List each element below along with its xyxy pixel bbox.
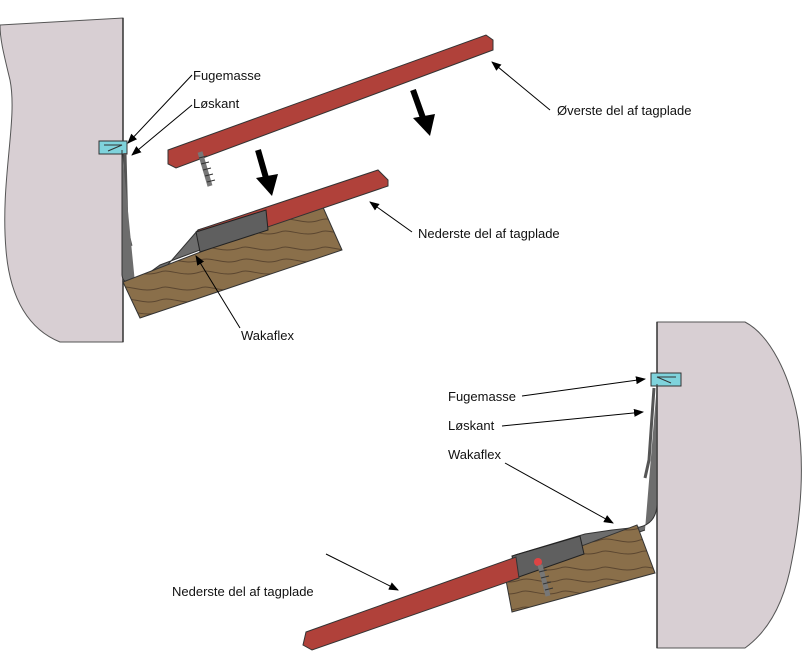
lower-roof-sheet-bottom	[302, 556, 520, 651]
label-sealant-bottom: Fugemasse	[448, 389, 516, 404]
label-lower-roof-sheet-top: Nederste del af tagplade	[418, 226, 560, 241]
label-loose-flange-top: Løskant	[193, 96, 240, 111]
down-arrow-2-icon	[410, 88, 435, 136]
loose-flange-bottom	[643, 387, 656, 479]
timber-bottom	[504, 524, 656, 613]
label-loose-flange-bottom: Løskant	[448, 418, 495, 433]
down-arrow-1-icon	[255, 149, 278, 196]
label-sealant-top: Fugemasse	[193, 68, 261, 83]
top-diagram: Fugemasse Løskant Øverste del af tagplad…	[0, 17, 691, 343]
label-flashing-bottom: Wakaflex	[448, 447, 501, 462]
wall-top	[0, 17, 124, 343]
label-lower-roof-sheet-bottom: Nederste del af tagplade	[172, 584, 314, 599]
sealant-bottom	[650, 372, 682, 387]
upper-roof-sheet-top	[167, 34, 494, 169]
screw-bottom	[534, 558, 554, 597]
wall-bottom	[656, 321, 802, 649]
label-flashing-top: Wakaflex	[241, 328, 294, 343]
sealant-top	[98, 140, 128, 155]
bottom-diagram: Fugemasse Løskant Wakaflex Nederste del …	[172, 321, 802, 651]
screw-top	[197, 151, 216, 187]
flashing-overlap-top	[195, 209, 269, 253]
label-upper-roof-sheet-top: Øverste del af tagplade	[557, 103, 691, 118]
